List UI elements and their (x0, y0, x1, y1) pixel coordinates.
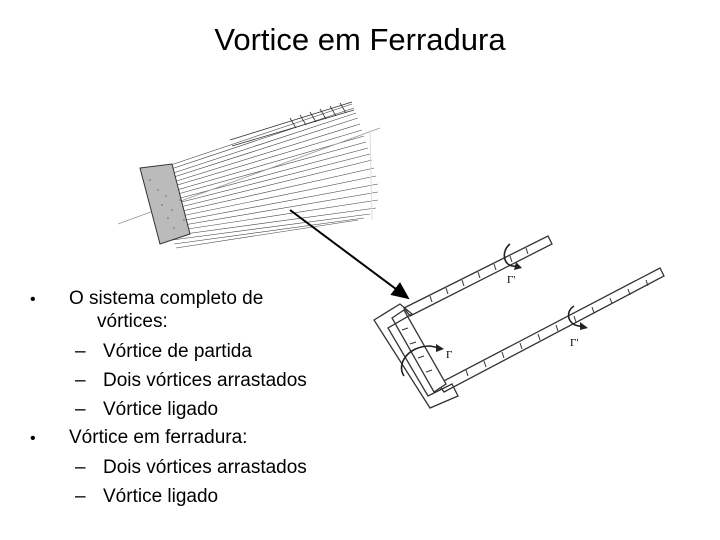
bound-vortex-ticks (401, 327, 433, 373)
top-tube-ticks (429, 247, 529, 303)
sub-bullet-2-1: Dois vórtices arrastados (103, 457, 307, 478)
sub-bullet-marker: – (75, 486, 86, 507)
sub-bullet-1-3: Vórtice ligado (103, 399, 219, 420)
sub-bullet-1-1: Vórtice de partida (103, 341, 252, 362)
sub-bullet-1-2: Dois vórtices arrastados (103, 370, 307, 391)
gamma-label-right: Γ' (570, 337, 578, 349)
bound-vortex (391, 309, 447, 393)
tip-vortex-upper (229, 101, 355, 147)
circulation-arrow-top (503, 243, 517, 267)
gamma-label-left: Γ (446, 349, 452, 361)
sub-bullet-marker: – (75, 370, 86, 391)
circulation-arrow-left (400, 345, 441, 377)
wing-texture (149, 179, 185, 229)
bullet-2-line1: Vórtice em ferradura: (69, 427, 248, 448)
sub-bullet-marker: – (75, 399, 86, 420)
bullet-marker: • (30, 291, 36, 308)
wake-lines (149, 103, 379, 249)
bottom-tube-ticks (465, 279, 649, 377)
wing-block (139, 163, 191, 245)
sub-bullet-2-2: Vórtice ligado (103, 486, 219, 507)
sub-bullet-marker: – (75, 341, 86, 362)
gamma-label-top: Γ' (507, 274, 515, 286)
trailing-vortex-top (403, 235, 553, 317)
bullet-1-line2: vórtices: (97, 311, 168, 332)
slide-title: Vortice em Ferradura (214, 22, 506, 57)
sub-bullet-marker: – (75, 457, 86, 478)
bullet-1-line1: O sistema completo de (69, 288, 264, 309)
bullet-marker: • (30, 430, 36, 447)
